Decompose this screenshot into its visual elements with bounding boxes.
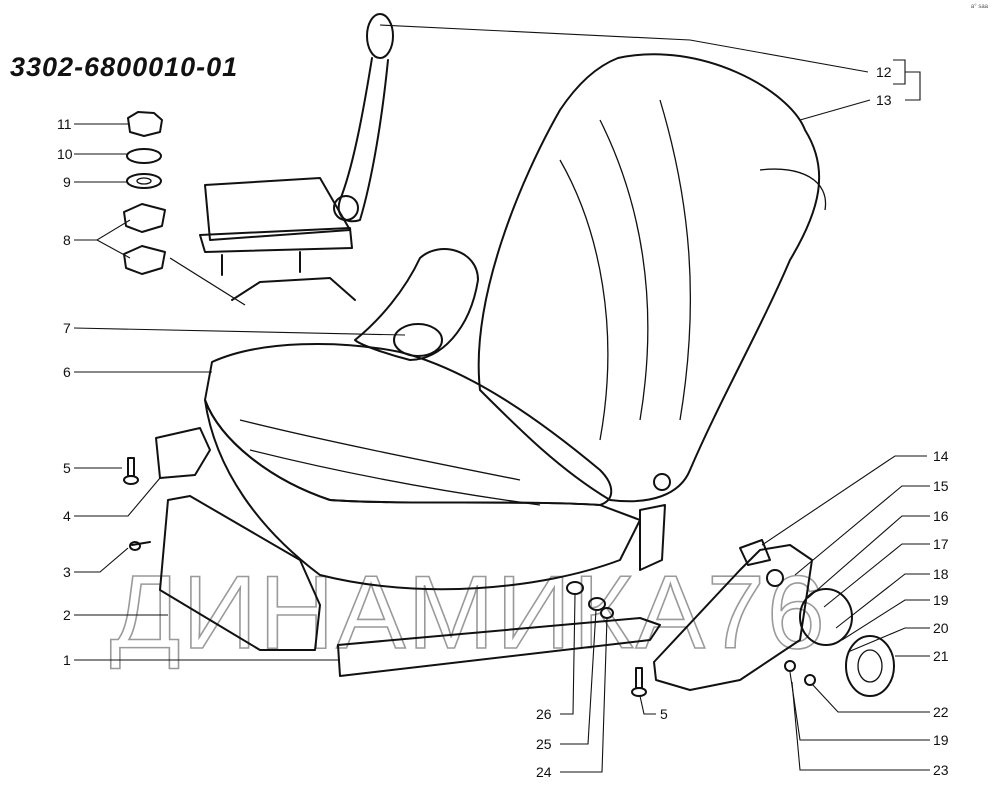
recliner-assembly: [639, 504, 895, 697]
callout-3: 3: [63, 564, 71, 580]
callout-18: 18: [933, 566, 949, 582]
callout-6: 6: [63, 364, 71, 380]
callout-5b: 5: [660, 706, 668, 722]
callout-23: 23: [933, 762, 949, 778]
callout-10: 10: [57, 146, 73, 162]
callout-22: 22: [933, 704, 949, 720]
watermark-text: ДИНАМИКА76: [110, 555, 827, 671]
seat-cushion: [204, 342, 641, 591]
callout-12: 12: [876, 64, 892, 80]
callout-9: 9: [63, 174, 71, 190]
callout-26: 26: [536, 706, 552, 722]
callout-2: 2: [63, 607, 71, 623]
callout-1: 1: [63, 652, 71, 668]
seat-backrest: [477, 53, 827, 503]
corner-mark: a° saa: [970, 4, 988, 10]
part-number: 3302-6800010-01: [10, 52, 239, 82]
assembly-thumbnail: [169, 13, 394, 306]
callout-14: 14: [933, 448, 949, 464]
callout-4: 4: [63, 508, 71, 524]
bracket-4: [155, 427, 211, 479]
callout-labels: 11 10 9 8 7 6 5 4 3 2 1 12 13 14 15 16 1…: [57, 64, 949, 780]
callout-21: 21: [933, 648, 949, 664]
callout-19: 19: [933, 592, 949, 608]
fastener-stack: [123, 111, 166, 275]
side-panel-7: [354, 248, 479, 361]
callout-24: 24: [536, 764, 552, 780]
callout-7: 7: [63, 320, 71, 336]
callout-19b: 19: [933, 732, 949, 748]
callout-16: 16: [933, 508, 949, 524]
callout-11: 11: [57, 116, 72, 132]
callout-15: 15: [933, 478, 949, 494]
callout-17: 17: [933, 536, 949, 552]
trim-1: [337, 617, 661, 677]
callout-25: 25: [536, 736, 552, 752]
callout-5: 5: [63, 460, 71, 476]
callout-8: 8: [63, 232, 71, 248]
rail-cover-2: [159, 495, 321, 651]
callout-13: 13: [876, 92, 892, 108]
callout-20: 20: [933, 620, 949, 636]
leader-lines: [73, 24, 930, 773]
